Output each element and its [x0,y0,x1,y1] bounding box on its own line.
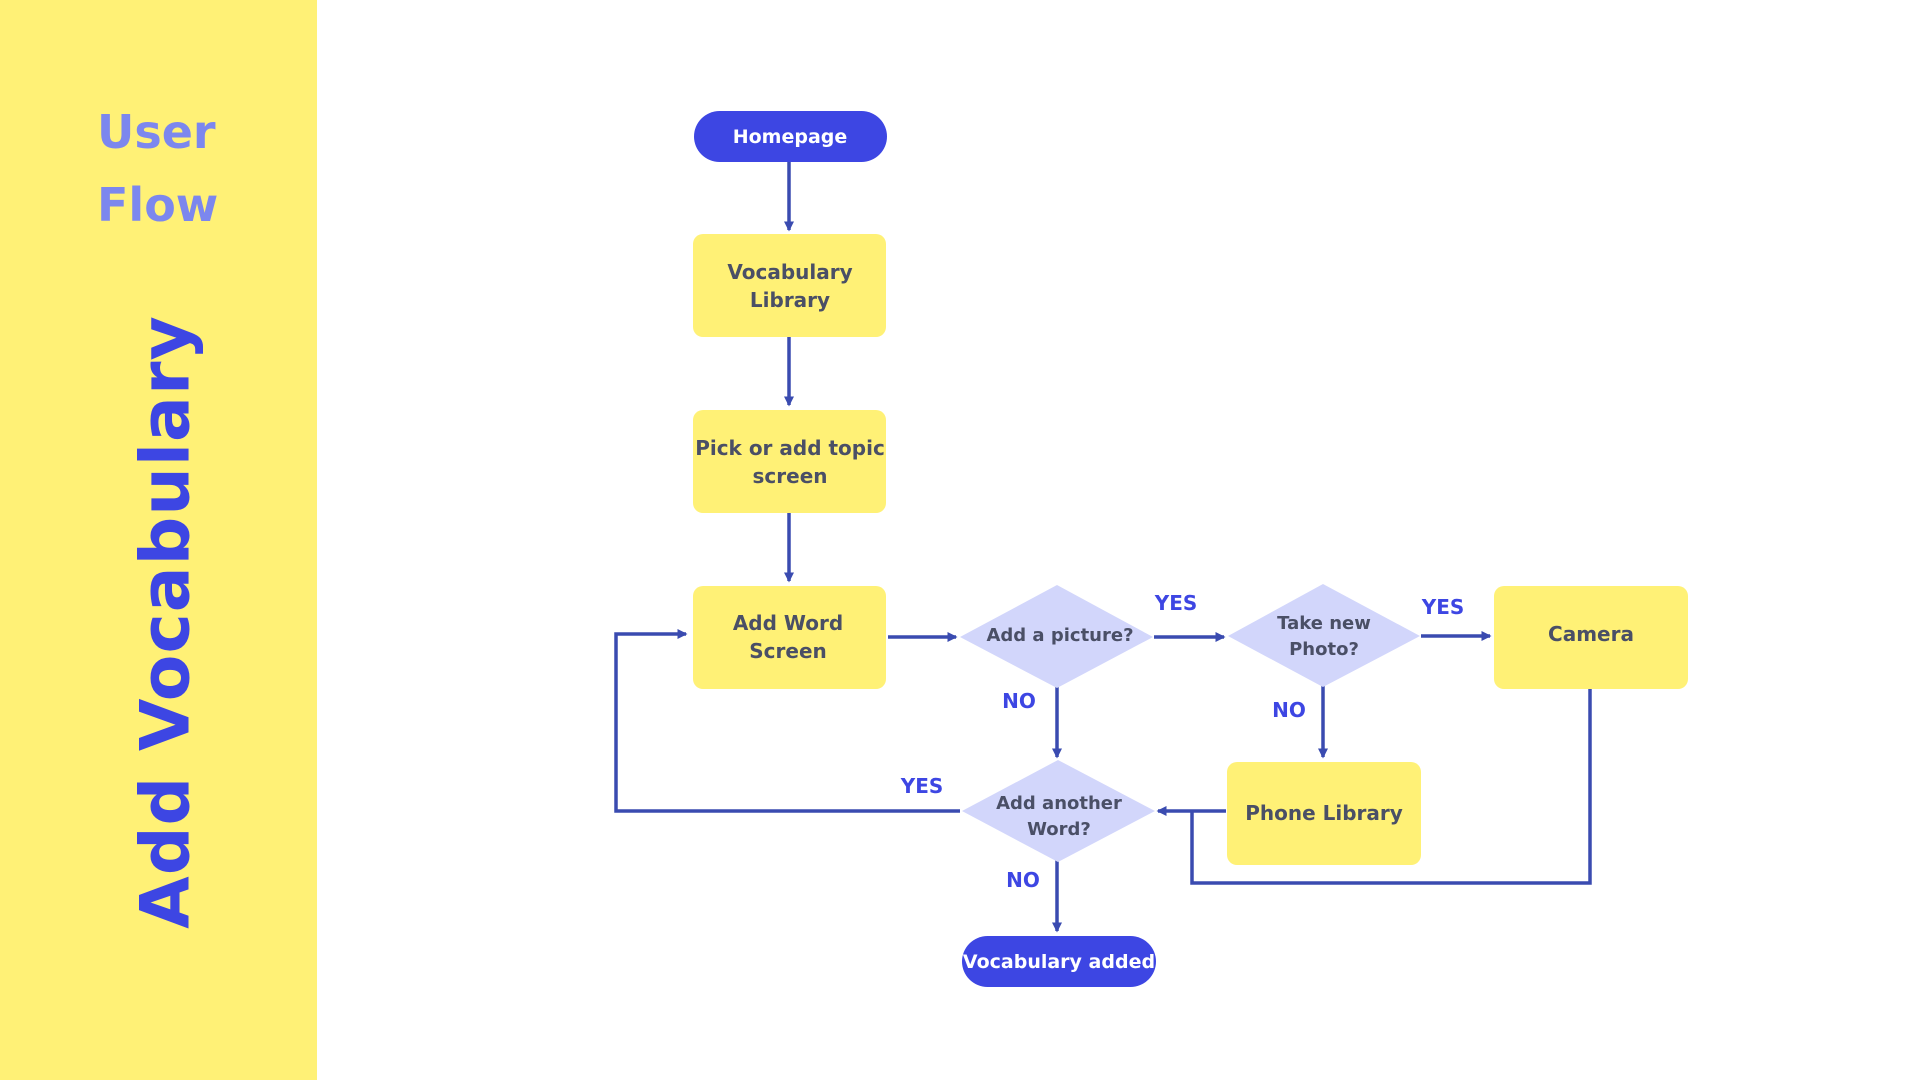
edge-label-photo-no: NO [1272,698,1306,722]
node-take-photo-line2: Photo? [1289,639,1359,660]
node-pick-topic: Pick or add topic screen [693,410,886,513]
node-add-picture-decision: Add a picture? [960,585,1153,688]
node-add-another-line1: Add another [996,793,1122,814]
subtitle-line-user: User [97,105,216,159]
node-pick-topic-line1: Pick or add topic [695,436,885,460]
node-add-another-decision: Add another Word? [962,760,1155,862]
edge-another-to-addword [614,629,960,813]
node-camera: Camera [1494,586,1688,689]
subtitle: User Flow [97,96,218,242]
node-phone-library-label: Phone Library [1245,801,1403,825]
node-add-word-screen-line2: Screen [749,639,827,663]
sidebar-panel: User Flow Add Vocabulary [0,0,317,1080]
edge-label-picture-yes: YES [1154,591,1198,615]
node-add-picture-label: Add a picture? [986,625,1133,646]
edge-label-photo-yes: YES [1421,595,1465,619]
node-add-another-line2: Word? [1027,819,1091,840]
edge-camera-to-another [1190,689,1592,885]
node-camera-label: Camera [1548,622,1634,646]
edge-label-picture-no: NO [1002,689,1036,713]
node-add-word-screen-line1: Add Word [733,611,843,635]
node-vocabulary-added: Vocabulary added [962,936,1156,987]
node-homepage-label: Homepage [733,126,848,148]
node-vocabulary-library: Vocabulary Library [693,234,886,337]
edge-label-another-no: NO [1006,868,1040,892]
node-vocabulary-added-label: Vocabulary added [963,951,1155,973]
node-phone-library: Phone Library [1227,762,1421,865]
node-vocabulary-library-line1: Vocabulary [727,260,852,284]
node-pick-topic-line2: screen [753,464,828,488]
edge-label-another-yes: YES [900,774,944,798]
subtitle-line-flow: Flow [97,178,219,232]
node-homepage: Homepage [694,111,887,162]
node-vocabulary-library-line2: Library [750,288,830,312]
node-add-word-screen: Add Word Screen [693,586,886,689]
node-take-photo-line1: Take new [1277,613,1371,634]
node-take-photo-decision: Take new Photo? [1228,584,1420,687]
